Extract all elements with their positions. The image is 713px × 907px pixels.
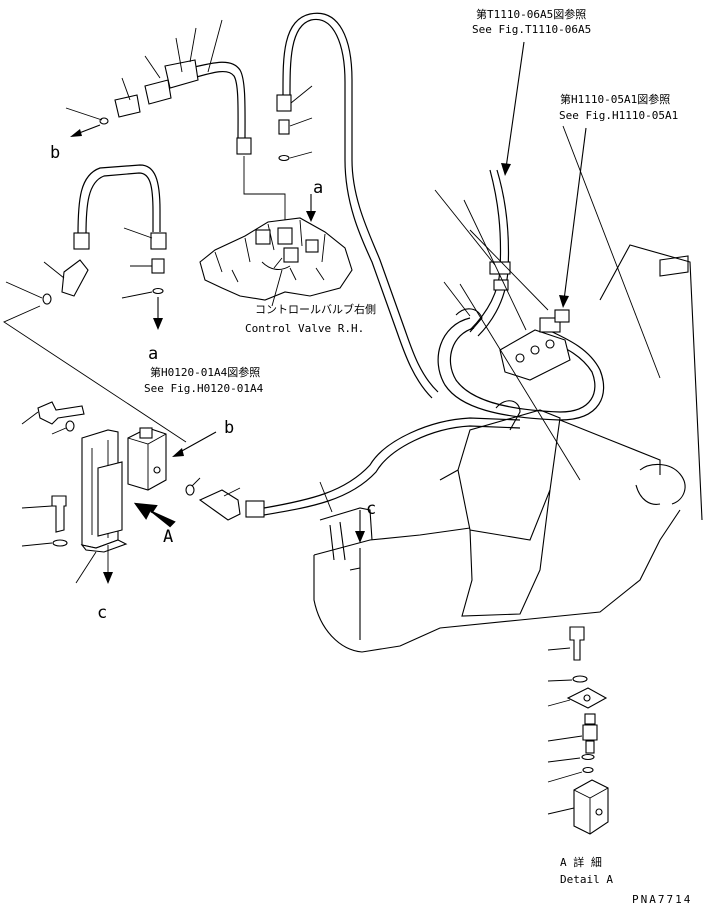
hose-end-nut [236, 137, 252, 155]
leader-to-pressure-switch [3, 305, 187, 443]
ref-t1110-en: See Fig.T1110-06A5 [472, 23, 591, 36]
o-ring-lower [42, 293, 52, 305]
label-a-lower: a [148, 344, 158, 364]
ref-t1110-jp: 第T1110-06A5図参照 [476, 7, 586, 21]
label-a-upper: a [313, 178, 323, 198]
detail-washer [572, 675, 588, 683]
u-hose-right-nut [150, 232, 167, 250]
detail-bolt [569, 626, 585, 661]
label-c-right: c [366, 499, 376, 519]
washer-lower [52, 539, 68, 547]
ref-h1110-jp: 第H1110-05A1図参照 [560, 92, 670, 106]
label-c-left: c [97, 603, 107, 623]
adapter-fitting [114, 94, 141, 118]
hose-fitting-nut [276, 94, 292, 112]
o-ring [278, 154, 290, 162]
ref-h0120-jp: 第H0120-01A4図参照 [150, 365, 260, 379]
mounting-bolt-lower [51, 495, 67, 533]
detail-switch-body [573, 779, 609, 835]
arrow-head-c-left [103, 572, 113, 584]
view-arrow-A [133, 502, 176, 528]
auxiliary-valve-block [499, 329, 571, 381]
arrow-head-ref-t1110 [501, 163, 511, 176]
elbow-fitting-lower [61, 259, 89, 297]
label-b-upper: b [50, 143, 60, 163]
upper-hose-assembly [65, 12, 439, 399]
washer-upper [65, 420, 75, 432]
ref-h1110-en: See Fig.H1110-05A1 [559, 109, 678, 122]
arrow-head-c-right [355, 531, 365, 543]
machine-body [313, 41, 703, 653]
hose-nut-switch [245, 500, 265, 518]
arrow-head-ref-h1110 [559, 295, 569, 308]
arrow-head-a-lower [153, 318, 163, 330]
detail-a-view [547, 626, 609, 835]
ref-h0120-en: See Fig.H0120-01A4 [144, 382, 264, 395]
label-view-A: A [163, 527, 173, 547]
label-b-switch: b [224, 418, 234, 438]
u-hose-o-ring [152, 287, 164, 295]
union-fitting [144, 79, 172, 105]
detail-a-jp: A 詳 細 [560, 855, 602, 869]
control-valve-jp: コントロールバルブ右側 [255, 302, 376, 316]
swivel-elbow [198, 489, 241, 521]
control-valve-en: Control Valve R.H. [245, 322, 364, 335]
u-hose-left-nut [73, 232, 90, 250]
connector-fitting [278, 119, 290, 135]
arrow-head-b-switch [172, 448, 184, 457]
drawing-code: PNA7714 [632, 893, 692, 906]
arrow-head-a-upper [306, 211, 316, 222]
arrow-head-b [70, 129, 82, 137]
bracket-and-switch [21, 401, 521, 584]
detail-a-en: Detail A [560, 873, 613, 886]
detail-connector [582, 724, 598, 741]
u-hose-assembly [5, 164, 167, 330]
mounting-bolt-upper [37, 401, 85, 425]
u-hose-connector [151, 258, 165, 274]
control-valve [199, 194, 353, 307]
o-ring-small [99, 117, 109, 125]
elbow-fitting [164, 59, 199, 89]
